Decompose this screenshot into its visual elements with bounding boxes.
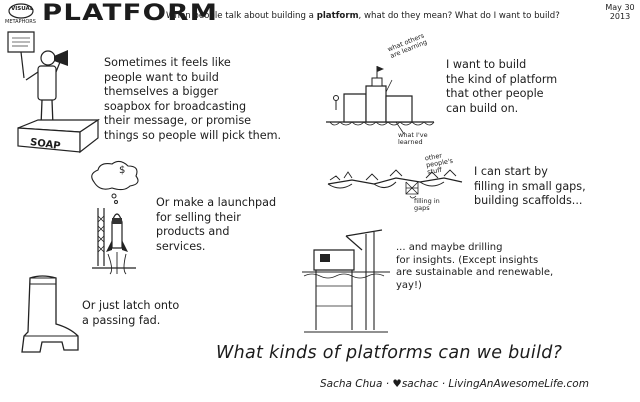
label-what-others-learning: what others are learning: [386, 31, 429, 60]
date-line1: May 30: [605, 3, 635, 12]
scaffold-bridge-illustration: [326, 160, 466, 210]
separator-dot: ·: [385, 378, 393, 390]
signature: Sacha Chua · ♥sachac · LivingAnAwesomeLi…: [320, 378, 589, 390]
launchpad-text: Or make a launchpad for selling their pr…: [156, 196, 277, 253]
date-line2: 2013: [609, 12, 631, 21]
logo-line1: VISUAL: [11, 6, 34, 12]
signature-site: LivingAnAwesomeLife.com: [448, 378, 589, 390]
cloud-dollar-symbol: $: [119, 165, 126, 176]
visual-metaphors-logo: VISUAL METAPHORS: [4, 2, 38, 28]
signature-handle: sachac: [401, 378, 439, 390]
signature-name: Sacha Chua: [320, 378, 383, 390]
bird-icon: ♥: [392, 378, 402, 390]
label-filling-in-gaps: filling in gaps: [414, 197, 440, 212]
page-subtitle: When people talk about building a platfo…: [166, 11, 560, 21]
drilling-text: ... and maybe drilling for insights. (Ex…: [396, 242, 554, 291]
closing-question: What kinds of platforms can we build?: [216, 343, 563, 363]
label-what-ive-learned: what I've learned: [398, 131, 428, 146]
logo-line2: METAPHORS: [5, 19, 36, 25]
logo-badge-icon: [4, 2, 38, 28]
drilling-rig-illustration: [302, 226, 392, 336]
build-on-text: I want to build the kind of platform tha…: [446, 58, 558, 115]
rocket-launchpad-illustration: [84, 160, 154, 280]
soapbox-speaker-illustration: [4, 28, 104, 158]
fad-text: Or just latch onto a passing fad.: [82, 299, 180, 327]
castle-platform-illustration: [326, 66, 436, 140]
platform-boot-illustration: [16, 276, 86, 356]
gaps-text: I can start by filling in small gaps, bu…: [474, 165, 586, 208]
page-title: PLATFORM: [42, 1, 219, 26]
subtitle-bold: platform: [316, 11, 359, 21]
date-stamp: May 30 2013: [604, 3, 636, 21]
subtitle-pre: When people talk about building a: [166, 11, 317, 21]
subtitle-post: , what do they mean? What do I want to b…: [358, 11, 560, 21]
separator-dot: ·: [441, 378, 449, 390]
soapbox-text: Sometimes it feels like people want to b…: [104, 56, 282, 142]
